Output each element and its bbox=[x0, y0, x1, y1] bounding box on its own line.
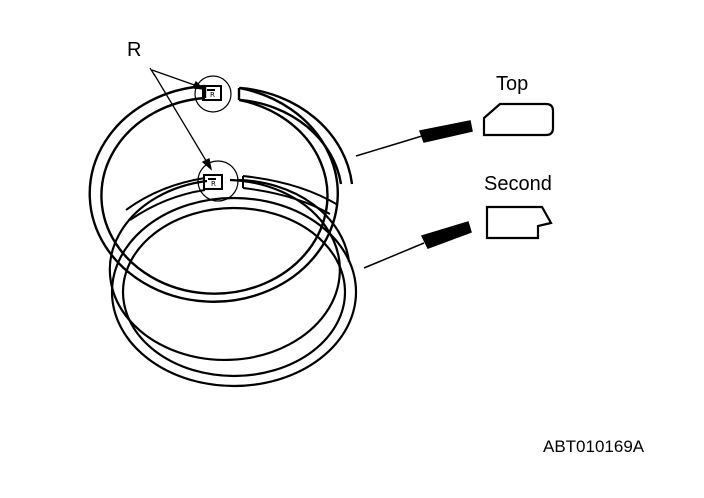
second-ring-gap: R bbox=[125, 174, 339, 221]
figure-code: ABT010169A bbox=[543, 437, 645, 456]
top-ring-gap: R bbox=[202, 85, 222, 101]
second-leader-wedge bbox=[420, 221, 472, 249]
second-ring-lower-outer-right bbox=[236, 178, 351, 263]
top-ring-section-icon bbox=[482, 102, 555, 137]
svg-text:R: R bbox=[210, 91, 215, 99]
second-ring-section-icon bbox=[485, 205, 553, 240]
second-ring bbox=[108, 178, 358, 388]
second-ring-lower-outer bbox=[108, 178, 341, 361]
svg-text:R: R bbox=[211, 180, 216, 188]
top-ring-outer-left bbox=[88, 84, 339, 303]
second-ring-outer-edge bbox=[110, 196, 358, 388]
r-mark-circles bbox=[194, 75, 239, 202]
top-ring bbox=[88, 84, 354, 303]
r-mark-label: R bbox=[127, 39, 142, 61]
top-ring-label: Top bbox=[496, 73, 529, 95]
second-ring-inner-edge bbox=[121, 206, 347, 378]
r-leaders bbox=[149, 67, 213, 171]
second-r-circle bbox=[197, 160, 239, 202]
top-r-circle bbox=[194, 75, 232, 113]
top-ring-outer-right bbox=[239, 86, 354, 185]
top-leader-wedge bbox=[418, 120, 473, 143]
second-ring-label: Second bbox=[484, 173, 552, 195]
top-ring-inner-right bbox=[239, 98, 343, 185]
top-ring-inner-left bbox=[100, 96, 329, 295]
section-leaders bbox=[355, 120, 473, 269]
